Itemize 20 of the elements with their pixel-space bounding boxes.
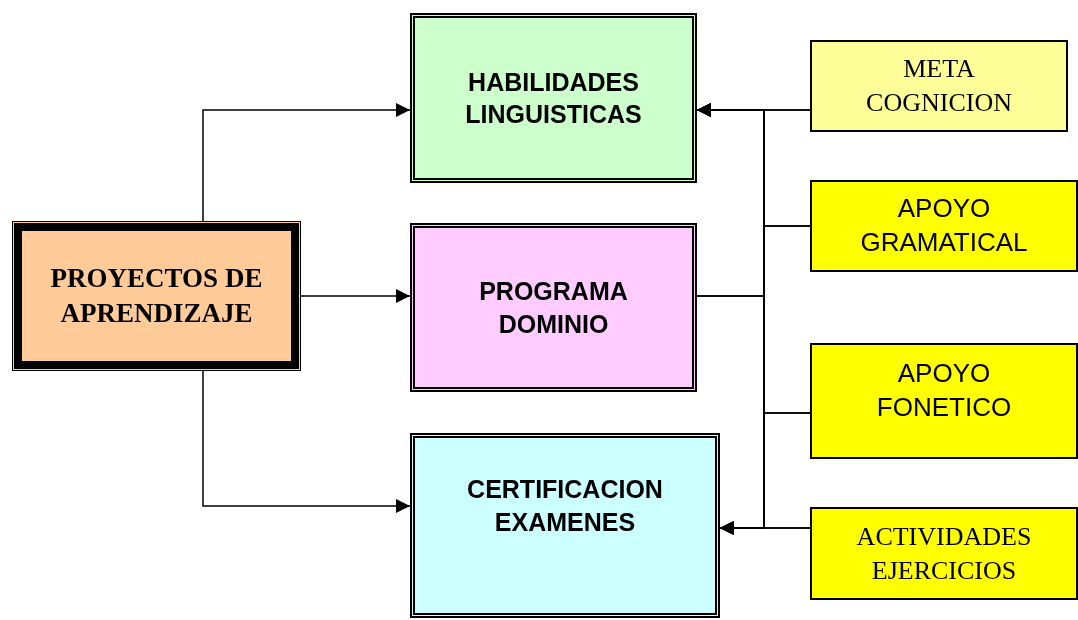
box-label: HABILIDADES LINGUISTICAS: [464, 66, 643, 130]
process-box: [810, 180, 1078, 272]
arrow: [300, 289, 411, 303]
box-label: PROYECTOS DE APRENDIZAJE: [49, 261, 264, 330]
arrow: [719, 521, 811, 535]
process-box: [810, 343, 1078, 459]
box-label: APOYO FONETICO: [875, 357, 1013, 424]
arrow: [202, 103, 411, 222]
process-box: [410, 433, 720, 618]
box-label: ACTIVIDADES EJERCICIOS: [855, 520, 1033, 587]
box-label: META COGNICION: [865, 53, 1013, 119]
box-label: PROGRAMA DOMINIO: [478, 276, 629, 340]
process-box: [410, 13, 697, 183]
process-box: [410, 223, 697, 392]
box-label: CERTIFICACION EXAMENES: [466, 474, 664, 538]
arrow: [202, 370, 411, 513]
process-box: [810, 507, 1078, 600]
box-label: APOYO GRAMATICAL: [859, 192, 1029, 259]
process-box: [810, 40, 1068, 132]
process-box: [12, 221, 301, 371]
